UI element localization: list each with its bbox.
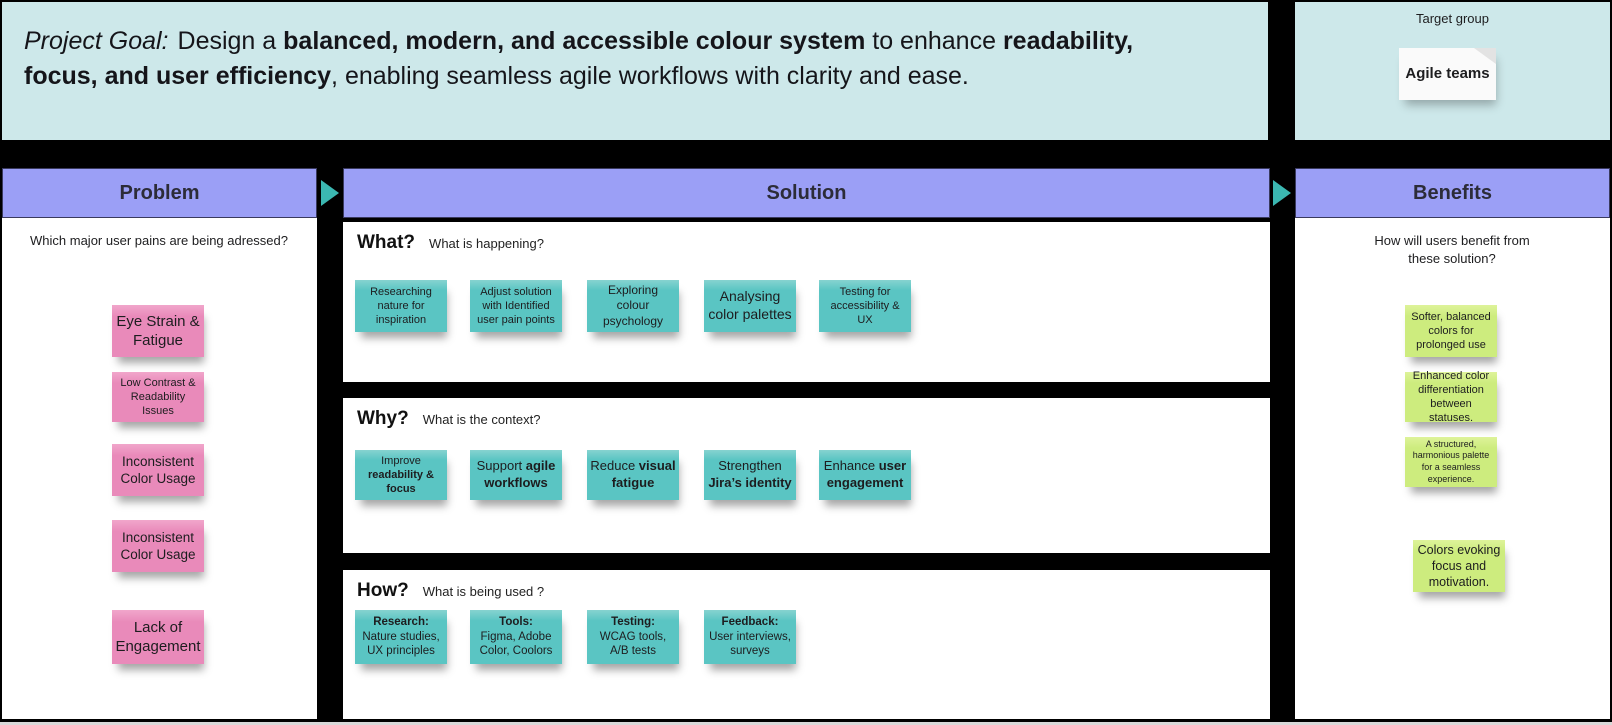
sticky-note-text: Agile teams bbox=[1405, 65, 1490, 83]
section-title: Why? bbox=[357, 408, 409, 429]
column-header-benefits: Benefits bbox=[1295, 168, 1610, 218]
solution-why-box: Why? What is the context? Improve readab… bbox=[343, 398, 1270, 553]
problem-question: Which major user pains are being adresse… bbox=[30, 233, 288, 248]
sticky-note-text: Tools:Figma, Adobe Color, Coolors bbox=[479, 615, 553, 658]
column-header-label: Solution bbox=[766, 181, 847, 204]
target-group-label: Target group bbox=[1416, 11, 1489, 26]
sticky-note-text: Enhance user engagement bbox=[823, 458, 907, 490]
section-heading-how: How? What is being used ? bbox=[357, 580, 544, 602]
sticky-note-what[interactable]: Analysing color palettes bbox=[704, 280, 796, 332]
solution-how-box: How? What is being used ? Research:Natur… bbox=[343, 570, 1270, 719]
sticky-note-text: A structured, harmonious palette for a s… bbox=[1412, 438, 1490, 484]
flow-arrow-icon bbox=[1273, 180, 1291, 206]
sticky-note-problem[interactable]: Inconsistent Color Usage bbox=[112, 444, 204, 496]
sticky-note-what[interactable]: Researching nature for inspiration bbox=[355, 280, 447, 332]
sticky-note-why[interactable]: Enhance user engagement bbox=[819, 450, 911, 500]
sticky-note-why[interactable]: Improve readability & focus bbox=[355, 450, 447, 500]
section-title: How? bbox=[357, 580, 409, 601]
sticky-note-how[interactable]: Research:Nature studies, UX principles bbox=[355, 610, 447, 664]
sticky-note-problem[interactable]: Lack of Engagement bbox=[112, 610, 204, 664]
sticky-note-how[interactable]: Feedback:User interviews, surveys bbox=[704, 610, 796, 664]
column-header-label: Problem bbox=[119, 181, 200, 204]
sticky-note-text: Colors evoking focus and motivation. bbox=[1417, 543, 1501, 589]
section-heading-what: What? What is happening? bbox=[357, 232, 544, 254]
sticky-note-text: Strengthen Jira’s identity bbox=[708, 458, 792, 490]
sticky-note-what[interactable]: Adjust solution with Identified user pai… bbox=[470, 280, 562, 332]
canvas-background-strip bbox=[0, 722, 1612, 725]
sticky-note-what[interactable]: Exploring colour psychology bbox=[587, 280, 679, 332]
sticky-note-why[interactable]: Reduce visual fatigue bbox=[587, 450, 679, 500]
project-goal-text: Project Goal: Design a balanced, modern, … bbox=[24, 24, 1154, 94]
sticky-note-text: Feedback:User interviews, surveys bbox=[709, 615, 791, 658]
section-subtitle: What is happening? bbox=[429, 236, 544, 251]
sticky-note-problem[interactable]: Inconsistent Color Usage bbox=[112, 520, 204, 572]
sticky-note-text: Support agile workflows bbox=[476, 458, 556, 490]
sticky-note-text: Lack of Engagement bbox=[115, 618, 201, 655]
flow-arrow-icon bbox=[321, 180, 339, 206]
sticky-note-benefit[interactable]: Colors evoking focus and motivation. bbox=[1413, 540, 1505, 592]
goal-part-3: , enabling seamless agile workflows with… bbox=[331, 62, 969, 90]
section-title: What? bbox=[357, 232, 416, 253]
sticky-note-target-group[interactable]: Agile teams bbox=[1399, 48, 1496, 100]
sticky-note-problem[interactable]: Eye Strain & Fatigue bbox=[112, 305, 204, 357]
sticky-note-text: Eye Strain & Fatigue bbox=[116, 312, 200, 349]
sticky-note-text: Testing:WCAG tools, A/B tests bbox=[599, 615, 667, 658]
sticky-note-text: Adjust solution with Identified user pai… bbox=[477, 285, 555, 327]
sticky-note-benefit[interactable]: Enhanced color differentiation between s… bbox=[1405, 369, 1497, 425]
section-subtitle: What is the context? bbox=[422, 412, 541, 427]
sticky-note-text: Low Contrast & Readability Issues bbox=[120, 376, 196, 418]
goal-bold-1: balanced, modern, and accessible colour … bbox=[283, 27, 866, 55]
goal-bold-2: readability, focus, and user efficiency bbox=[24, 27, 1134, 90]
column-header-label: Benefits bbox=[1413, 181, 1492, 204]
sticky-note-how[interactable]: Testing:WCAG tools, A/B tests bbox=[587, 610, 679, 664]
column-header-problem: Problem bbox=[2, 168, 317, 218]
sticky-note-text: Softer, balanced colors for prolonged us… bbox=[1411, 310, 1491, 352]
goal-part-1: Design a bbox=[177, 27, 284, 55]
sticky-note-text: Inconsistent Color Usage bbox=[120, 453, 196, 486]
sticky-note-text: Improve readability & focus bbox=[367, 454, 435, 496]
project-goal-label: Project Goal: bbox=[24, 27, 169, 55]
sticky-note-problem[interactable]: Low Contrast & Readability Issues bbox=[112, 372, 204, 422]
problem-panel: Which major user pains are being adresse… bbox=[2, 218, 317, 719]
sticky-note-text: Reduce visual fatigue bbox=[590, 458, 676, 490]
section-subtitle: What is being used ? bbox=[422, 584, 545, 599]
sticky-note-text: Testing for accessibility & UX bbox=[830, 285, 900, 327]
project-goal-banner: Project Goal: Design a balanced, modern, … bbox=[2, 2, 1268, 140]
sticky-note-text: Exploring colour psychology bbox=[602, 282, 664, 328]
section-heading-why: Why? What is the context? bbox=[357, 408, 541, 430]
sticky-note-text: Research:Nature studies, UX principles bbox=[362, 615, 440, 658]
sticky-note-why[interactable]: Support agile workflows bbox=[470, 450, 562, 500]
sticky-note-why[interactable]: Strengthen Jira’s identity bbox=[704, 450, 796, 500]
sticky-note-how[interactable]: Tools:Figma, Adobe Color, Coolors bbox=[470, 610, 562, 664]
benefits-question: How will users benefit from these soluti… bbox=[1374, 233, 1530, 266]
sticky-note-what[interactable]: Testing for accessibility & UX bbox=[819, 280, 911, 332]
sticky-note-text: Analysing color palettes bbox=[708, 288, 792, 322]
column-header-solution: Solution bbox=[343, 168, 1270, 218]
benefits-panel: How will users benefit from these soluti… bbox=[1295, 218, 1610, 719]
goal-part-2: to enhance bbox=[865, 27, 1003, 55]
sticky-note-text: Inconsistent Color Usage bbox=[120, 529, 196, 562]
sticky-note-benefit[interactable]: A structured, harmonious palette for a s… bbox=[1405, 437, 1497, 487]
sticky-note-benefit[interactable]: Softer, balanced colors for prolonged us… bbox=[1405, 305, 1497, 357]
target-group-panel: Target group Agile teams bbox=[1295, 2, 1610, 140]
solution-what-box: What? What is happening? Researching nat… bbox=[343, 222, 1270, 382]
sticky-note-text: Enhanced color differentiation between s… bbox=[1412, 369, 1490, 425]
sticky-note-text: Researching nature for inspiration bbox=[370, 285, 432, 327]
